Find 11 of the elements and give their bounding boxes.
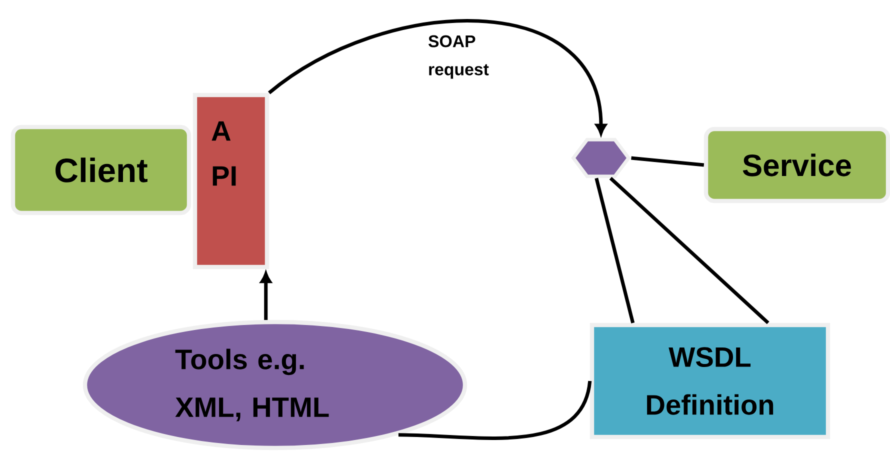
connector (631, 156, 704, 167)
connector (268, 19, 607, 135)
connector (609, 176, 770, 324)
api-box: A PI (192, 92, 270, 270)
connector (398, 380, 592, 440)
connector (260, 272, 272, 320)
wsdl-box: WSDL Definition (590, 322, 830, 440)
client-box: Client (10, 124, 192, 216)
connector (594, 178, 635, 324)
edge-label: SOAP request (426, 34, 490, 80)
service-box: Service (704, 126, 890, 204)
